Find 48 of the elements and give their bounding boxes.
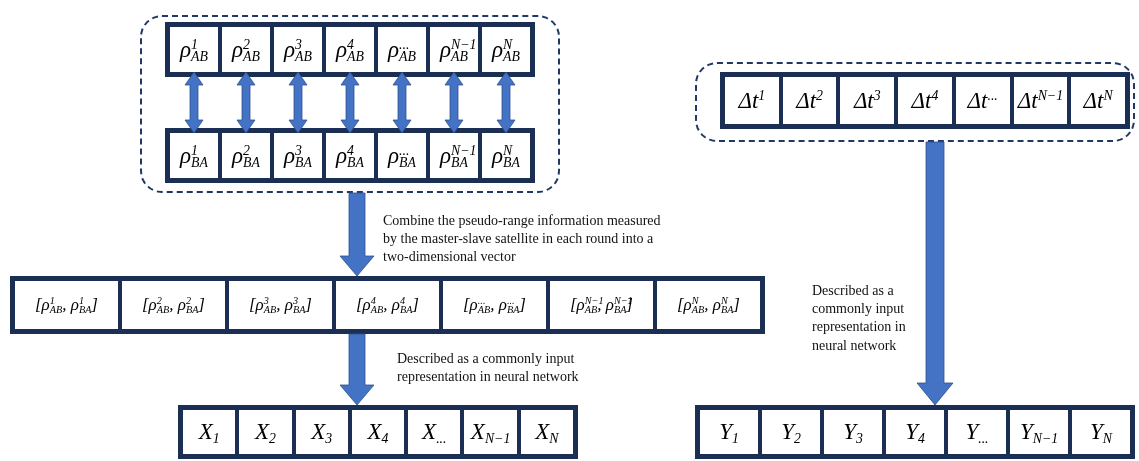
double-arrow — [340, 71, 360, 134]
edge-label: Described as a commonly input representation in neural network — [397, 350, 580, 387]
array-cell: Y$_{3}$ — [824, 410, 882, 454]
array-bar — [165, 128, 535, 183]
array-cell: Δt$^{4}$ — [898, 77, 952, 124]
array-cell: X$_{3}$ — [295, 410, 348, 454]
double-arrow — [496, 71, 516, 134]
array-cell: Δt$^{N}$ — [1071, 77, 1125, 124]
array-cell: Y$_{...}$ — [948, 410, 1006, 454]
array-cell: X$_{2}$ — [239, 410, 292, 454]
array-cell: Y$_{4}$ — [886, 410, 944, 454]
array-bar — [720, 72, 1130, 129]
array-cell: [ρ$^{...}$$_{AB}$, ρ$^{...}$$_{BA}$] — [443, 281, 546, 329]
array-cell: X$_{...}$ — [408, 410, 461, 454]
array-bar — [10, 276, 765, 334]
double-arrow — [392, 71, 412, 134]
double-arrow — [184, 71, 204, 134]
array-bar — [178, 405, 578, 459]
array-cell: Δt$^{...}$ — [955, 77, 1010, 124]
array-cell: Δt$^{3}$ — [840, 77, 895, 124]
array-cell: [ρ$^{2}$$_{AB}$, ρ$^{2}$$_{BA}$] — [122, 281, 225, 329]
array-cell: X$_{1}$ — [183, 410, 236, 454]
array-cell: Y$_{N}$ — [1072, 410, 1130, 454]
block-arrow — [916, 141, 954, 406]
array-cell: X$_{N−1}$ — [464, 410, 517, 454]
array-cell: [ρ$^{4}$$_{AB}$, ρ$^{4}$$_{BA}$] — [336, 281, 439, 329]
edge-label: Described as a commonly input representation in neural network — [812, 282, 907, 355]
array-cell: Y$_{N−1}$ — [1010, 410, 1068, 454]
double-arrow — [288, 71, 308, 134]
array-cell: Y$_{1}$ — [700, 410, 758, 454]
block-arrow — [339, 333, 375, 406]
array-cell: [ρ$^{N−1}$$_{AB}$, ρ$^{N−1}$$_{BA}$] — [550, 281, 653, 329]
array-bar — [165, 22, 535, 77]
edge-label: Combine the pseudo-range information measured by the master-slave satellite in each round into a two-dimensional vector — [383, 212, 662, 267]
array-cell: [ρ$^{1}$$_{AB}$, ρ$^{1}$$_{BA}$] — [15, 281, 118, 329]
array-cell: X$_{N}$ — [520, 410, 573, 454]
array-cell: Y$_{2}$ — [762, 410, 820, 454]
array-cell: Δt$^{2}$ — [782, 77, 837, 124]
block-arrow — [339, 192, 375, 277]
array-cell: Δt$^{1}$ — [725, 77, 779, 124]
dashed-group-box — [695, 62, 1135, 142]
array-cell: Δt$^{N−1}$ — [1013, 77, 1068, 124]
array-cell: X$_{4}$ — [351, 410, 405, 454]
array-bar — [695, 405, 1135, 459]
array-cell: [ρ$^{3}$$_{AB}$, ρ$^{3}$$_{BA}$] — [229, 281, 332, 329]
double-arrow — [236, 71, 256, 134]
array-cell: [ρ$^{N}$$_{AB}$, ρ$^{N}$$_{BA}$] — [657, 281, 760, 329]
double-arrow — [444, 71, 464, 134]
